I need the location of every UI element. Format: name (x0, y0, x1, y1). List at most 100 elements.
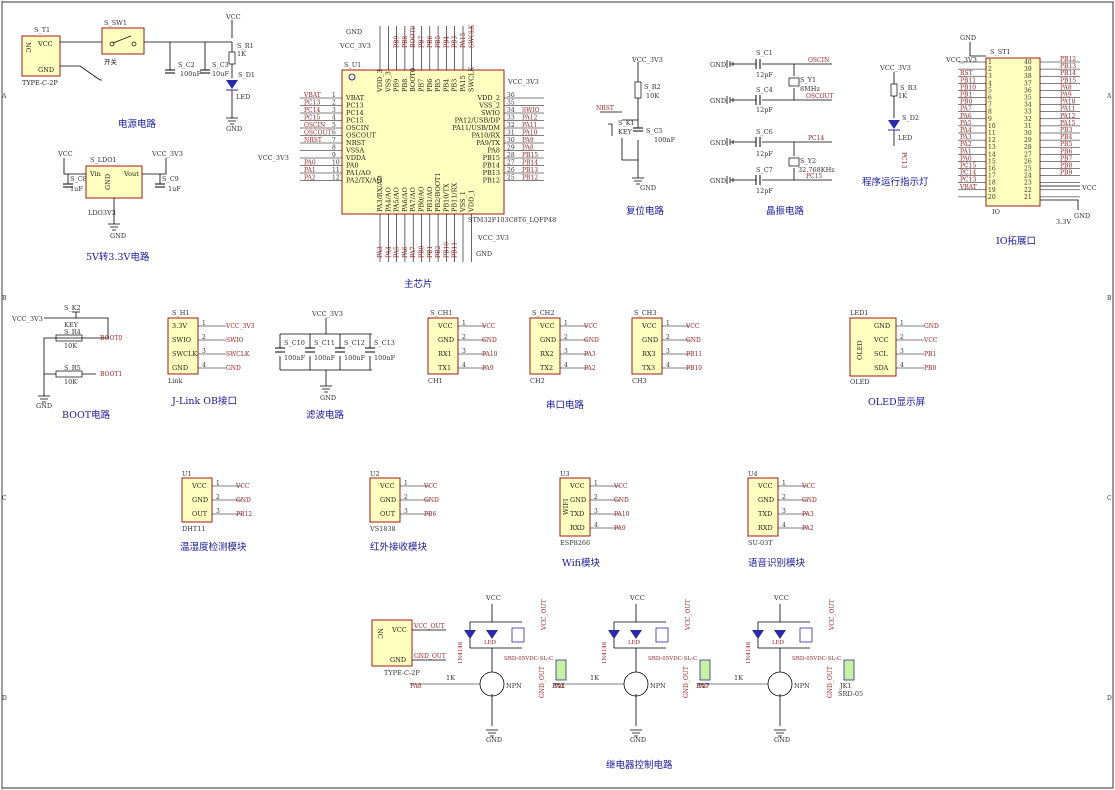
serial-net: PB11 (686, 351, 702, 358)
relay-wiring (757, 604, 810, 726)
module-net: VCC (423, 483, 438, 490)
mcu-caption: 主芯片 (404, 278, 433, 290)
relay-wiring (613, 604, 666, 726)
mcu-right-net: PB15 (522, 152, 538, 159)
io-left-net: PB10 (960, 84, 976, 91)
relay-vcc-out-net: VCC_OUT (829, 600, 836, 632)
row-marker-d: D (2, 695, 7, 702)
serial-net: GND (686, 337, 701, 344)
io-right-pin-number: 36 (1024, 87, 1032, 94)
io-right-pin-number: 29 (1024, 137, 1032, 144)
io-right-net: PB4 (1060, 134, 1072, 141)
mcu-left-pin-number: 4 (332, 115, 336, 122)
mcu-left-net: PA1 (304, 167, 316, 174)
y1-ref: S_Y1 (800, 76, 816, 84)
mcu-left-pin-number: 1 (332, 92, 336, 99)
serial-port-ref: S_CH3 (634, 309, 656, 317)
mcu-bottom-pin-label: PB1/AO (426, 187, 434, 213)
mcu-left-net: PA2 (304, 175, 316, 182)
serial-pin-number: 1 (666, 320, 670, 327)
mcu-bottom-net: PA6 (402, 246, 409, 258)
relay-led-icon (486, 630, 498, 639)
mcu-right-net: PA12 (522, 115, 538, 122)
row-marker-c: C (2, 495, 7, 502)
io-right-pin-number: 23 (1024, 180, 1032, 187)
serial-port-value: CH1 (428, 377, 443, 385)
oled-value: OLED (850, 378, 870, 386)
io-right-pin-number: 30 (1024, 130, 1032, 137)
serial-net: GND (584, 337, 599, 344)
crystal-circuit: S_C1 12pF S_C4 12pF S_Y1 8MHz OSCIN OSCO… (710, 49, 835, 217)
io-left-net: PA6 (960, 113, 972, 120)
mcu-right-pin-label: PA9/TX (476, 139, 500, 147)
io-right-pin-number: 33 (1024, 109, 1032, 116)
module-pin-number: 2 (404, 494, 408, 501)
serial-pin-label: TX2 (540, 364, 553, 372)
io-right-net: PA8 (1060, 84, 1072, 91)
reset-vcc-label: VCC_3V3 (631, 56, 663, 64)
module-pin-label: TXD (758, 510, 772, 518)
io-left-pin-number: 11 (988, 130, 996, 137)
io-right-pin-number: 31 (1024, 123, 1032, 130)
mcu-right-pin-label: PB12 (483, 177, 500, 185)
c5-ref: S_C5 (646, 127, 663, 135)
mcu-right-pin-label: VDD_2 (476, 94, 500, 102)
mcu-top-pin-label: PB3 (451, 79, 459, 92)
mcu-right-pin-number: 27 (507, 160, 515, 167)
io-right-pin-number: 39 (1024, 66, 1032, 73)
relay-gnd-symbol (630, 729, 642, 737)
relay-led-value: LED (484, 640, 497, 646)
mcu-top-pin-label: VDD_3 (376, 69, 384, 93)
relay-gnd-out-net: GND_OUT (683, 666, 690, 698)
ir-caption: 红外接收模块 (370, 541, 428, 553)
serial-pin-number: 4 (564, 362, 568, 369)
t2-nc-label: NC (376, 628, 384, 639)
r5-ref: S_R5 (64, 364, 81, 372)
flyback-diode-icon (608, 630, 620, 639)
sw1-value: 开关 (104, 57, 118, 66)
module-value: VS1838 (369, 525, 396, 533)
module-net: PA9 (614, 525, 626, 532)
mcu-top-pin-label: PB4 (442, 79, 450, 92)
mcu-left-net: OSCOUT (304, 130, 332, 137)
jlink-net: GND (226, 365, 241, 372)
serial-port-value: CH3 (632, 377, 647, 385)
npn-transistor-icon (479, 671, 505, 697)
crystal-gnd-4: GND (710, 177, 726, 185)
io-left-pin-number: 17 (988, 173, 996, 180)
relay-coil-icon (655, 627, 669, 643)
relay-led-value: LED (628, 640, 641, 646)
mcu-bottom-pin-label: PB0/AO (418, 187, 426, 213)
mcu-left-pin-label: PA2/TX/AO (346, 177, 382, 185)
io-left-pin-number: 20 (988, 194, 996, 201)
c8-value: 1uF (70, 185, 83, 193)
io-header: S_ST1 IO GND VCC_3V3 VCC GND 3.3V 123RST… (945, 34, 1097, 247)
mcu-bottom-net: PB0 (419, 246, 426, 258)
io-left-pin-number: 15 (988, 158, 996, 165)
mcu-left-net: OSCIN (304, 122, 325, 129)
module-net: PB6 (424, 511, 436, 518)
module-net: VCC (613, 483, 628, 490)
c4-ref: S_C4 (756, 86, 773, 94)
io-right-pin-number: 21 (1024, 194, 1032, 201)
temp-caption: 温湿度检测模块 (180, 541, 247, 553)
module-pin-number: 1 (782, 480, 786, 487)
serial-port-header (427, 317, 459, 375)
mcu-bottom-pin-label: PB10/TX (442, 183, 450, 212)
mcu-bottom-pin-label: PA7/AO (409, 187, 417, 212)
mcu-bottom-net: PB11 (452, 242, 459, 258)
relay-gnd-label: GND (486, 736, 502, 744)
power-vcc-label: VCC (225, 13, 241, 21)
mcu-right-pin-label: VSS_2 (478, 102, 500, 110)
module-net: GND (236, 497, 251, 504)
r5-value: 10K (64, 378, 77, 386)
jlink-pin-number: 3 (202, 348, 206, 355)
mcu-left-net: PC13 (304, 100, 320, 107)
relay-terminal-block (699, 659, 711, 681)
io-left-pin-number: 5 (988, 87, 992, 94)
serial-pin-label: TX3 (642, 364, 655, 372)
r4-resistor (55, 334, 83, 342)
